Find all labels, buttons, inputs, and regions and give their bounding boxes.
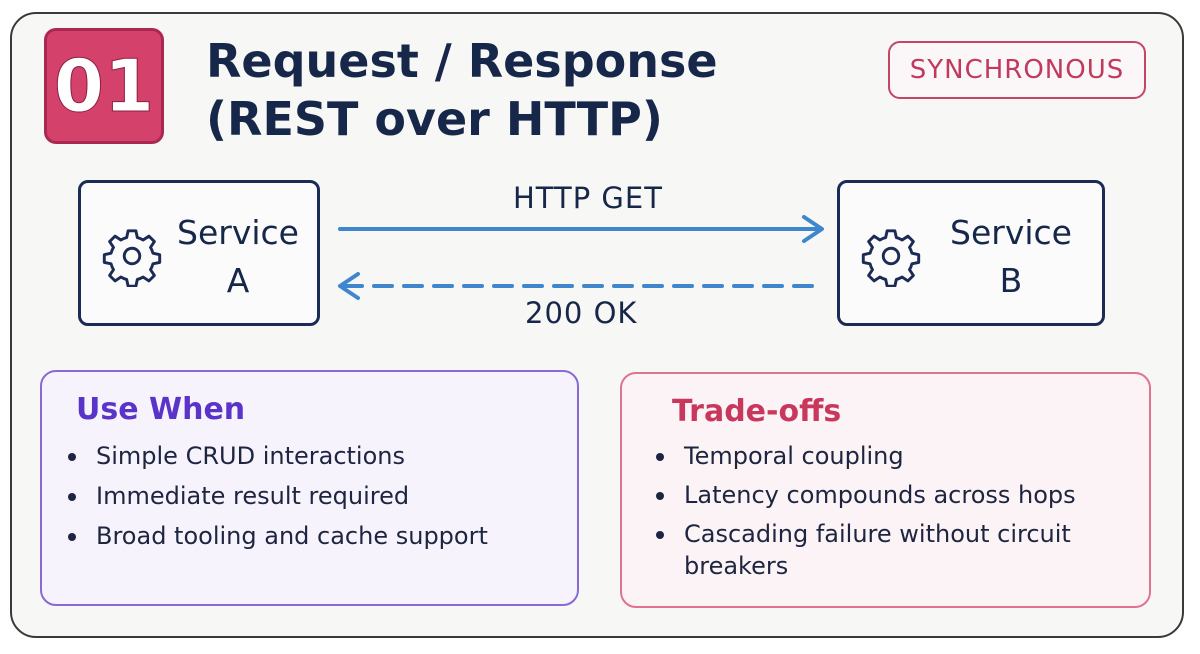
list-item: Latency compounds across hops — [650, 479, 1084, 511]
list-item: Temporal coupling — [650, 440, 1084, 472]
pattern-number: 01 — [53, 44, 155, 128]
use-when-heading: Use When — [76, 392, 246, 427]
list-item: Cascading failure without circuit breake… — [650, 518, 1084, 582]
gear-icon — [102, 229, 162, 287]
trade-offs-heading: Trade-offs — [672, 394, 842, 429]
bullet-icon — [68, 533, 76, 541]
service-a-label: Service A — [177, 213, 299, 300]
tag-label: SYNCHRONOUS — [909, 55, 1125, 85]
trade-offs-list: Temporal coupling Latency compounds acro… — [650, 440, 1084, 589]
pattern-number-badge: 01 — [44, 28, 164, 144]
bullet-icon — [68, 493, 76, 501]
trade-offs-panel: Trade-offs Temporal coupling Latency com… — [620, 372, 1151, 608]
service-b-label: Service B — [950, 213, 1072, 300]
title-line-2: (REST over HTTP) — [206, 92, 663, 146]
list-item: Simple CRUD interactions — [62, 440, 516, 472]
list-item: Immediate result required — [62, 480, 516, 512]
synchronous-tag: SYNCHRONOUS — [888, 41, 1146, 99]
service-a-box: Service A — [78, 180, 320, 326]
bullet-icon — [656, 492, 664, 500]
request-arrow — [338, 215, 824, 243]
gear-icon — [861, 229, 921, 287]
list-item: Broad tooling and cache support — [62, 520, 516, 552]
request-response-arrows — [338, 215, 824, 300]
bullet-icon — [656, 453, 664, 461]
response-label: 200 OK — [525, 296, 638, 330]
bullet-icon — [656, 531, 664, 539]
bullet-icon — [68, 453, 76, 461]
use-when-list: Simple CRUD interactions Immediate resul… — [62, 440, 516, 560]
request-label: HTTP GET — [513, 181, 663, 215]
title-line-1: Request / Response — [206, 34, 718, 88]
service-b-box: Service B — [837, 180, 1105, 326]
page-title: Request / Response (REST over HTTP) — [206, 32, 718, 148]
use-when-panel: Use When Simple CRUD interactions Immedi… — [40, 370, 579, 606]
response-arrow — [338, 272, 822, 300]
